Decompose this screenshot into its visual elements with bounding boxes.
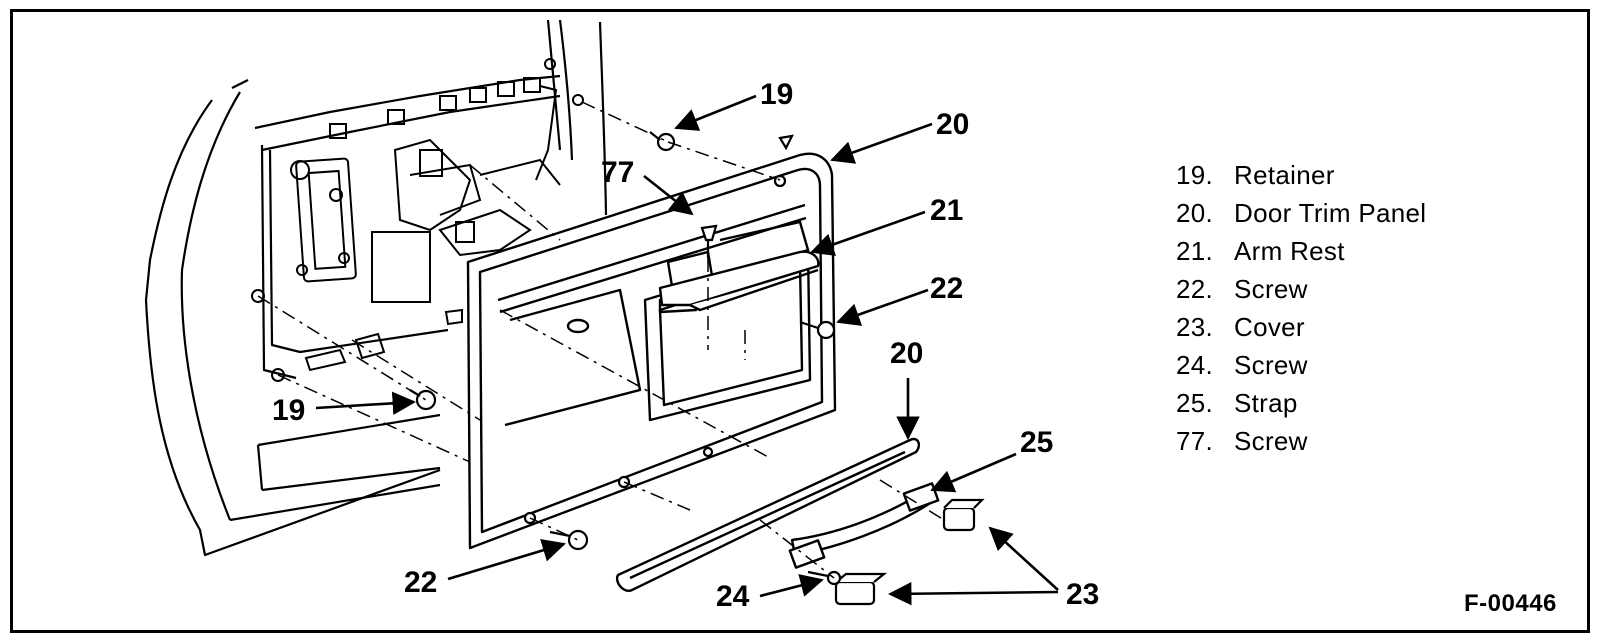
covers: [834, 498, 985, 606]
door-internal-hardware: [251, 58, 584, 382]
legend-label: Screw: [1234, 274, 1308, 304]
legend-label: Cover: [1234, 312, 1305, 342]
callout-20-top: 20: [936, 108, 969, 141]
legend-label: Screw: [1234, 350, 1308, 380]
legend-num: 22.: [1176, 274, 1214, 304]
legend-item: 22. Screw: [1176, 270, 1426, 308]
legend-num: 23.: [1176, 312, 1214, 342]
alignment-lines: [257, 101, 945, 579]
callout-77: 77: [601, 156, 634, 189]
callout-22-right: 22: [930, 272, 963, 305]
callout-21: 21: [930, 194, 963, 227]
legend-num: 20.: [1176, 198, 1214, 228]
callout-23: 23: [1066, 578, 1099, 611]
callout-leaders: [315, 94, 1059, 606]
legend-label: Screw: [1234, 426, 1308, 456]
callout-24: 24: [716, 580, 750, 613]
callout-20-lower: 20: [890, 337, 923, 370]
door-trim-panel: [466, 152, 837, 550]
figure-id: F-00446: [1464, 590, 1557, 617]
callout-19-top: 19: [760, 78, 793, 111]
callout-22-bottom: 22: [404, 566, 437, 599]
legend-item: 77. Screw: [1176, 422, 1426, 460]
legend-item: 23. Cover: [1176, 308, 1426, 346]
legend-item: 24. Screw: [1176, 346, 1426, 384]
legend-item: 19. Retainer: [1176, 156, 1426, 194]
legend-item: 25. Strap: [1176, 384, 1426, 422]
callout-19-left: 19: [272, 394, 305, 427]
parts-legend: 19. Retainer 20. Door Trim Panel 21. Arm Re…: [1176, 156, 1426, 460]
legend-num: 24.: [1176, 350, 1214, 380]
callout-25: 25: [1020, 426, 1053, 459]
legend-label: Arm Rest: [1234, 236, 1345, 266]
legend-label: Door Trim Panel: [1234, 198, 1427, 228]
legend-item: 21. Arm Rest: [1176, 232, 1426, 270]
legend-num: 21.: [1176, 236, 1214, 266]
legend-num: 19.: [1176, 160, 1214, 190]
legend-num: 25.: [1176, 388, 1214, 418]
legend-label: Strap: [1234, 388, 1298, 418]
legend-item: 20. Door Trim Panel: [1176, 194, 1426, 232]
legend-num: 77.: [1176, 426, 1214, 456]
legend-label: Retainer: [1234, 160, 1335, 190]
arm-rest: [658, 250, 820, 312]
